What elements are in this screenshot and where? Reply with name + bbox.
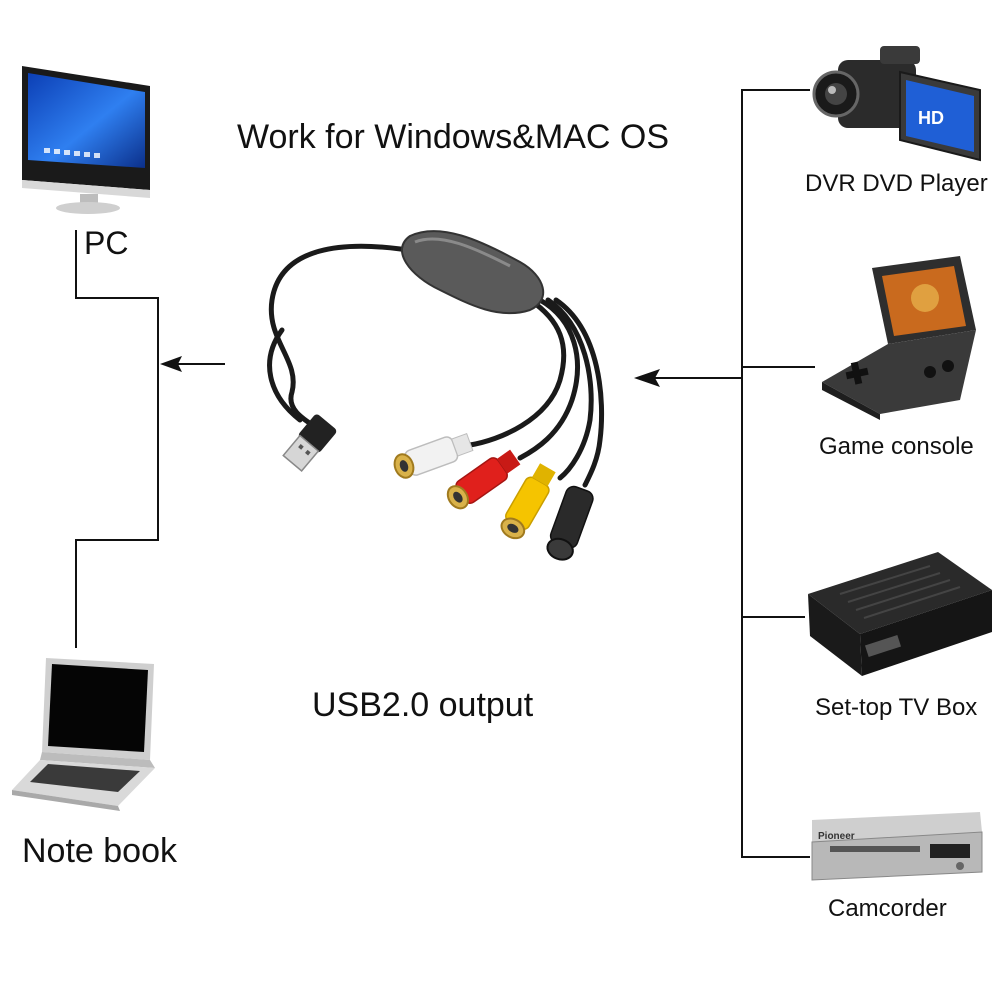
right-arrow-head: [634, 369, 660, 387]
brand-label: Pioneer: [818, 831, 855, 842]
camcorder-label: Camcorder: [828, 895, 947, 922]
av-cable-wire: [467, 297, 567, 448]
dvr-dvd-player-label: DVR DVD Player: [805, 170, 988, 197]
hd-badge: HD: [918, 108, 944, 128]
pc-label: PC: [84, 225, 129, 261]
left-arrow-head: [160, 356, 182, 372]
notebook-label: Note book: [22, 832, 177, 870]
diagram-title: Work for Windows&MAC OS: [237, 118, 670, 156]
capture-device-body: [400, 230, 545, 315]
set-top-box-label: Set-top TV Box: [815, 694, 978, 721]
usb-cable-wire: [268, 243, 423, 433]
usb-output-label: USB2.0 output: [312, 686, 534, 724]
game-console-label: Game console: [819, 433, 974, 460]
right-bus-line: [741, 89, 810, 858]
pc-connector-line: [75, 230, 159, 648]
